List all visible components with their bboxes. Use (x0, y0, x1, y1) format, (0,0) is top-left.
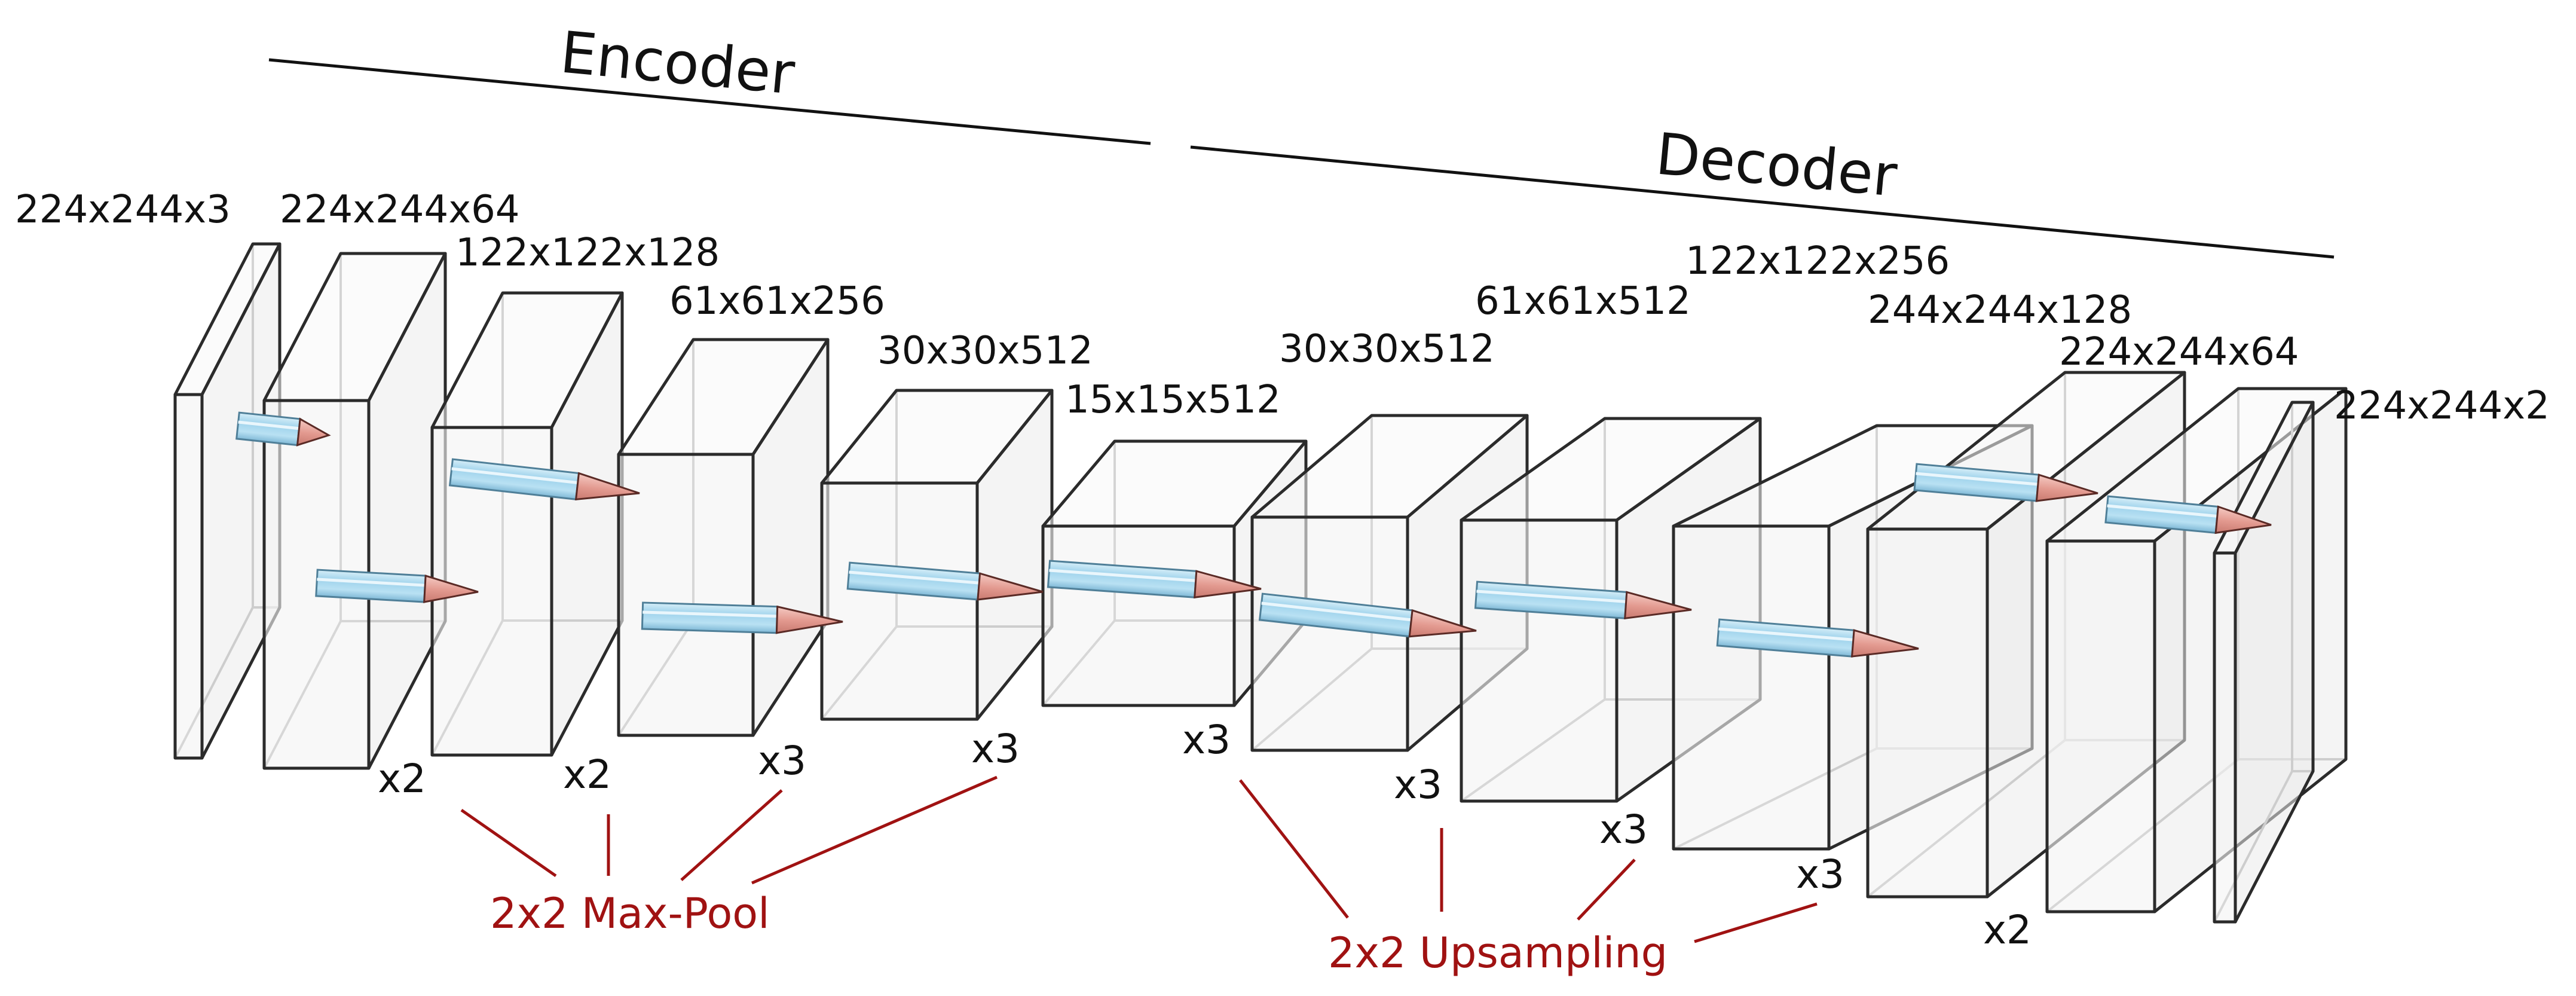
layer-box-front-face (1250, 515, 1409, 752)
decoder-header: Decoder (1190, 120, 2335, 259)
repeat-label-6: x3 (1394, 762, 1442, 808)
conv-arrow-highlight (849, 570, 980, 585)
decoder-header-line (1190, 145, 2335, 259)
layer-box-front-face (617, 453, 755, 737)
conv-arrows (235, 411, 2272, 658)
layer-label-7: 30x30x512 (1279, 327, 1495, 371)
repeat-label-2: x2 (563, 751, 611, 798)
conv-arrow-highlight (1049, 569, 1196, 582)
conv-arrow-highlight (643, 610, 778, 618)
maxpool-callout-line-1 (460, 808, 557, 878)
conv-arrow-10 (1913, 463, 2098, 502)
encoder-header-line (268, 58, 1151, 145)
upsampling-callout-line-4 (1694, 902, 1818, 943)
upsampling-label: 2x2 Upsampling (1328, 928, 1668, 977)
upsampling-callout-line-1 (1239, 779, 1349, 919)
conv-arrow-5 (846, 561, 1044, 601)
conv-arrow-2 (315, 569, 479, 603)
conv-arrow-tip (775, 605, 843, 634)
layer-box-front-face (1041, 524, 1236, 707)
conv-arrow-tip (423, 575, 479, 603)
layer-box-front-face (2045, 539, 2156, 913)
conv-arrow-6 (1047, 560, 1262, 598)
maxpool-callout-line-3 (680, 789, 783, 881)
layer-label-12: 224x244x2 (2334, 384, 2550, 428)
layer-box-2 (262, 252, 447, 770)
repeat-label-9: x2 (1983, 907, 2032, 953)
layer-box-front-face (1460, 518, 1619, 803)
repeat-label-8: x3 (1796, 851, 1844, 897)
encoder-header: Encoder (268, 19, 1151, 145)
conv-arrow-9 (1716, 618, 1919, 658)
layer-label-1: 224x244x3 (15, 188, 231, 232)
conv-arrow-highlight (1476, 589, 1626, 603)
layer-label-10: 244x244x128 (1868, 288, 2132, 332)
repeat-label-1: x2 (378, 756, 426, 802)
repeat-label-3: x3 (758, 738, 806, 784)
conv-arrow-highlight (1718, 627, 1854, 641)
conv-arrow-tip (977, 572, 1044, 601)
repeat-label-7: x3 (1599, 806, 1648, 853)
layer-box-4 (617, 338, 830, 737)
layer-box-3 (430, 291, 624, 757)
conv-arrow-11 (2104, 495, 2272, 534)
conv-arrow-tip (2214, 505, 2272, 534)
repeat-label-4: x3 (971, 726, 1020, 772)
layer-label-2: 224x244x64 (280, 188, 520, 232)
layer-label-9: 122x122x256 (1685, 239, 1950, 283)
layer-label-6: 15x15x512 (1065, 378, 1281, 422)
conv-arrow-7 (1258, 592, 1477, 638)
conv-arrow-highlight (238, 420, 299, 430)
layer-label-3: 122x122x128 (455, 231, 720, 275)
layer-box-front-face (1672, 524, 1831, 851)
maxpool-callout-line-4 (751, 775, 998, 885)
layer-box-5 (820, 389, 1054, 721)
conv-arrow-tip (1850, 629, 1919, 658)
conv-arrow-highlight (317, 578, 426, 587)
conv-arrow-3 (448, 458, 640, 500)
repeat-label-5: x3 (1182, 717, 1231, 763)
conv-arrow-tip (1408, 609, 1477, 638)
conv-arrow-tip (1624, 591, 1692, 620)
layer-label-8: 61x61x512 (1475, 279, 1691, 323)
conv-arrow-highlight (1261, 601, 1412, 622)
layer-box-1 (173, 242, 282, 760)
conv-arrow-tip (2035, 473, 2098, 502)
layer-box-front-face (820, 481, 979, 721)
conv-arrow-tip (296, 417, 331, 447)
layer-label-4: 61x61x256 (669, 279, 885, 323)
layer-boxes (173, 242, 2348, 924)
conv-arrow-tip (574, 472, 640, 500)
conv-arrow-body (641, 601, 779, 634)
conv-arrow-4 (641, 601, 843, 634)
layer-box-front-face (2213, 551, 2237, 924)
encoder-title: Encoder (558, 19, 798, 107)
conv-arrow-highlight (1916, 472, 2039, 486)
maxpool-label: 2x2 Max-Pool (490, 889, 770, 938)
conv-arrow-highlight (451, 467, 578, 484)
layer-labels: 224x244x3 224x244x64 122x122x128 61x61x2… (15, 188, 2550, 428)
upsampling-callout-line-3 (1577, 858, 1636, 921)
layer-box-front-face (173, 393, 204, 760)
layer-label-5: 30x30x512 (877, 329, 1093, 373)
conv-arrow-tip (1194, 570, 1262, 598)
conv-arrow-highlight (2107, 504, 2218, 518)
layer-box-front-face (430, 426, 553, 757)
layer-box-front-face (1866, 527, 1989, 899)
layer-label-11: 224x244x64 (2059, 330, 2299, 374)
repeat-labels: x2 x2 x3 x3 x3 x3 x3 x3 x2 (378, 717, 2032, 953)
operation-callouts (460, 775, 1818, 943)
conv-arrow-8 (1474, 581, 1692, 620)
conv-arrow-1 (235, 411, 331, 447)
